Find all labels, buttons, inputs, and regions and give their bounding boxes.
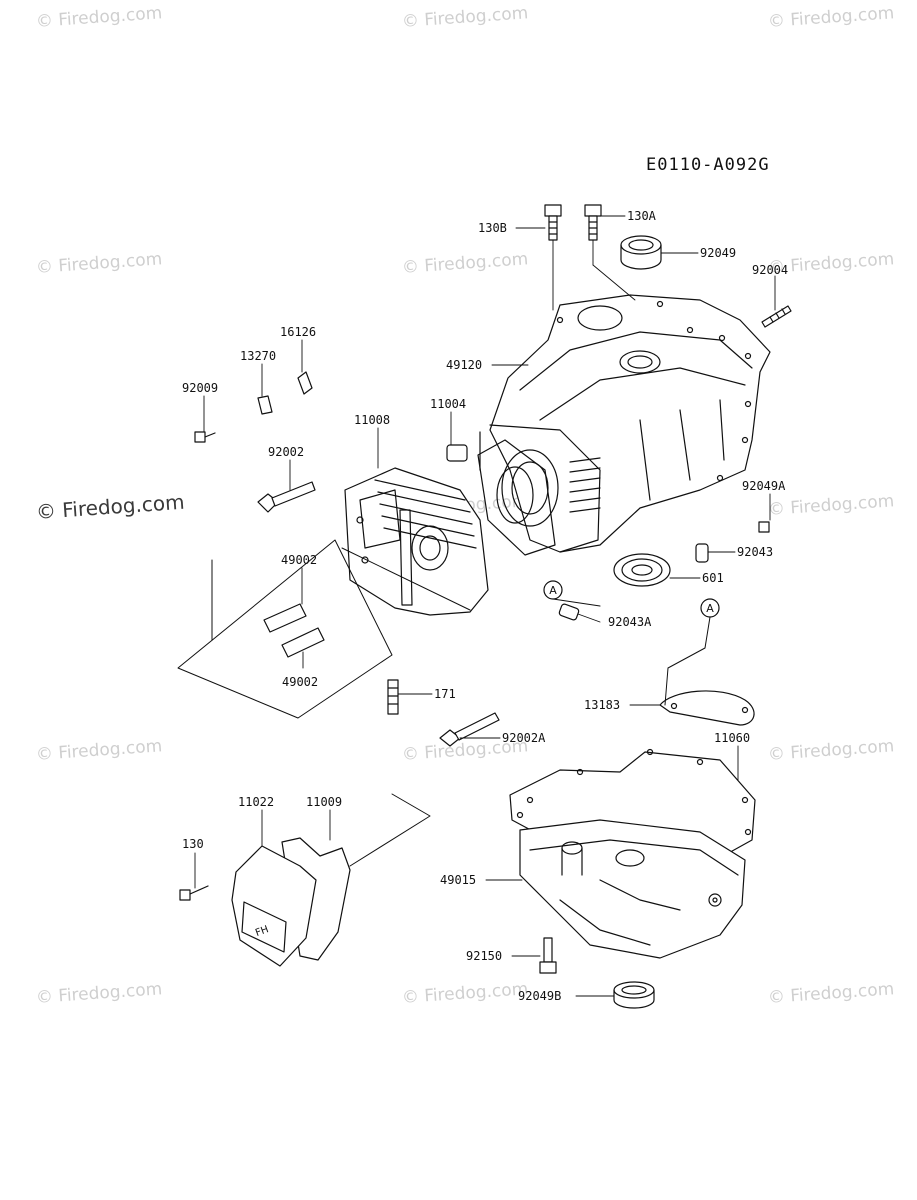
cover-13183[interactable] xyxy=(659,690,755,726)
label-92043A: 92043A xyxy=(608,615,652,629)
clip-13270[interactable] xyxy=(257,395,273,415)
label-130B: 130B xyxy=(478,221,507,235)
bolt-130B[interactable] xyxy=(544,204,562,241)
label-130A: 130A xyxy=(627,209,656,223)
assembly-guide-lines-cover xyxy=(349,793,431,867)
oil-seal-92049B[interactable] xyxy=(613,981,655,1009)
bolt-92009[interactable] xyxy=(194,431,216,443)
bracket-16126[interactable] xyxy=(297,371,313,395)
label-11060: 11060 xyxy=(714,731,751,745)
cover-badge-text: FH xyxy=(254,924,270,939)
label-11004: 11004 xyxy=(430,397,467,411)
label-11009: 11009 xyxy=(306,795,343,809)
label-92049B: 92049B xyxy=(518,989,562,1003)
valve-guide-49002-upper[interactable] xyxy=(263,603,307,633)
label-13270: 13270 xyxy=(240,349,277,363)
label-92150: 92150 xyxy=(466,949,503,963)
oil-seal-92049[interactable] xyxy=(620,235,662,270)
valve-guide-49002-lower[interactable] xyxy=(281,627,325,658)
stud-92004[interactable] xyxy=(761,305,792,328)
diagram-code: E0110-A092G xyxy=(646,155,770,175)
label-92049A: 92049A xyxy=(742,479,786,493)
label-171: 171 xyxy=(434,687,456,701)
seal-92049A[interactable] xyxy=(758,521,770,533)
dowel-92043[interactable] xyxy=(695,543,709,563)
label-49015: 49015 xyxy=(440,873,477,887)
callout-a-left-text: A xyxy=(549,584,557,597)
label-11008: 11008 xyxy=(354,413,391,427)
crankcase-49120[interactable] xyxy=(479,294,771,553)
bearing-601[interactable] xyxy=(613,553,671,587)
callout-a-right-text: A xyxy=(706,602,714,615)
label-601: 601 xyxy=(702,571,724,585)
gasket-11004[interactable] xyxy=(446,439,556,556)
gasket-11009[interactable] xyxy=(281,837,351,961)
bolt-92150[interactable] xyxy=(539,937,557,974)
bolt-130A[interactable] xyxy=(584,204,602,241)
rocker-cover-11022[interactable] xyxy=(231,845,317,967)
label-13183: 13183 xyxy=(584,698,621,712)
label-92004: 92004 xyxy=(752,263,789,277)
leader-lines xyxy=(194,215,776,997)
bolt-130[interactable] xyxy=(179,885,209,901)
bolt-92002A[interactable] xyxy=(439,712,500,747)
label-92002A: 92002A xyxy=(502,731,546,745)
label-92049: 92049 xyxy=(700,246,737,260)
stud-171[interactable] xyxy=(387,679,399,715)
label-130: 130 xyxy=(182,837,204,851)
label-49002-lower: 49002 xyxy=(282,675,319,689)
assembly-guide-lines xyxy=(177,539,471,719)
bolt-92002[interactable] xyxy=(257,481,316,513)
label-92002: 92002 xyxy=(268,445,305,459)
label-92043: 92043 xyxy=(737,545,774,559)
label-49120: 49120 xyxy=(446,358,483,372)
label-92009: 92009 xyxy=(182,381,219,395)
label-16126: 16126 xyxy=(280,325,317,339)
cylinder-head-11008[interactable] xyxy=(344,467,489,616)
label-11022: 11022 xyxy=(238,795,275,809)
dowel-92043A[interactable] xyxy=(558,603,580,621)
label-49002-upper: 49002 xyxy=(281,553,318,567)
oil-pan-49015[interactable] xyxy=(519,819,746,959)
